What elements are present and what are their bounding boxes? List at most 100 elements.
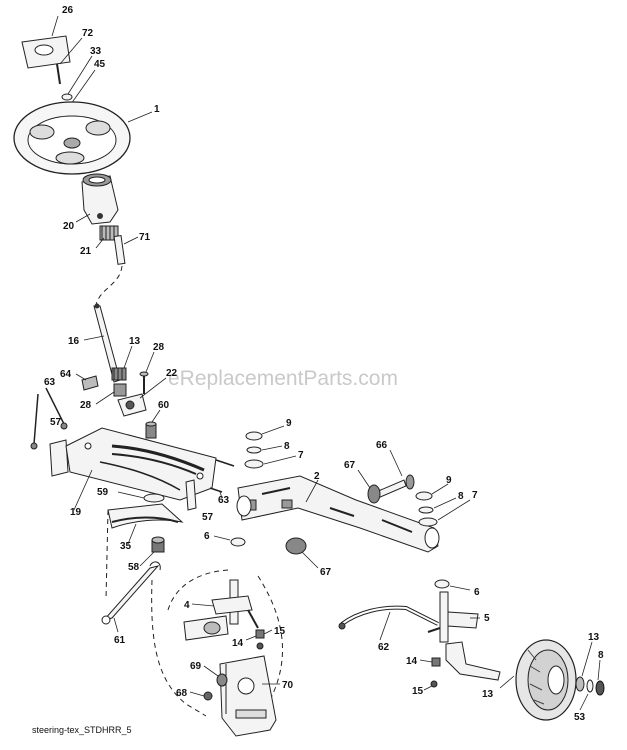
callout-8-right: 8 bbox=[458, 491, 464, 502]
callout-13-wheel: 13 bbox=[588, 632, 600, 643]
tie-rod-62 bbox=[338, 605, 439, 630]
callout-7-left: 7 bbox=[298, 450, 304, 461]
callout-61: 61 bbox=[114, 635, 126, 646]
callout-9-right: 9 bbox=[446, 475, 452, 486]
callout-68: 68 bbox=[176, 688, 188, 699]
bushing-28-lower bbox=[113, 383, 127, 397]
callout-16: 16 bbox=[68, 336, 80, 347]
washer-8-left bbox=[246, 446, 262, 454]
plate-57-left bbox=[49, 439, 69, 477]
callout-14-left: 14 bbox=[232, 638, 244, 649]
washer-7-left bbox=[244, 459, 264, 469]
callout-69: 69 bbox=[190, 661, 202, 672]
watermark-text: eReplacementParts.com bbox=[168, 367, 398, 390]
callout-64: 64 bbox=[60, 369, 72, 380]
callout-67-lower: 67 bbox=[320, 567, 332, 578]
dashed-link-lower-left bbox=[151, 579, 207, 717]
cap-9-right bbox=[415, 491, 433, 501]
callout-20: 20 bbox=[63, 221, 75, 232]
washer-7-right bbox=[418, 517, 438, 527]
spindle-4 bbox=[183, 579, 259, 641]
bushing-60 bbox=[145, 421, 157, 439]
pin-15-left bbox=[256, 642, 264, 650]
callout-13-shaft: 13 bbox=[129, 336, 141, 347]
callout-6-right: 6 bbox=[474, 587, 480, 598]
callout-70: 70 bbox=[282, 680, 294, 691]
bolt-63-right bbox=[209, 459, 235, 493]
callout-15-left: 15 bbox=[274, 626, 286, 637]
callout-14-right: 14 bbox=[406, 656, 418, 667]
washer-8-right bbox=[418, 506, 434, 514]
gear-13 bbox=[111, 367, 127, 381]
callout-58: 58 bbox=[128, 562, 140, 573]
cap-9-left bbox=[245, 431, 263, 441]
callout-19: 19 bbox=[70, 507, 82, 518]
callout-67-upper: 67 bbox=[344, 460, 356, 471]
pin-71 bbox=[113, 235, 126, 265]
bolt-63-left bbox=[30, 387, 68, 450]
washer-8-wheel bbox=[586, 679, 594, 693]
callout-33: 33 bbox=[90, 46, 102, 57]
diagram-caption: steering-tex_STDHRR_5 bbox=[32, 725, 132, 735]
nut-14-right bbox=[431, 657, 441, 667]
callout-57-left: 57 bbox=[50, 417, 62, 428]
callout-59: 59 bbox=[97, 487, 109, 498]
sector-gear-35 bbox=[105, 503, 184, 601]
callout-4: 4 bbox=[184, 600, 190, 611]
callout-60: 60 bbox=[158, 400, 170, 411]
washer-6-right bbox=[434, 579, 450, 589]
callout-6-left: 6 bbox=[204, 531, 210, 542]
callout-26: 26 bbox=[62, 5, 74, 16]
screw-72 bbox=[56, 63, 61, 85]
bolt-28-upper bbox=[139, 371, 149, 394]
washer-33 bbox=[61, 93, 73, 101]
bracket-22 bbox=[117, 393, 147, 417]
front-axle-2 bbox=[236, 475, 440, 553]
clip-64 bbox=[81, 375, 99, 391]
callout-2: 2 bbox=[314, 471, 320, 482]
callout-7-right: 7 bbox=[472, 490, 478, 501]
steering-adapter-20 bbox=[81, 173, 119, 225]
nut-58 bbox=[151, 536, 165, 553]
drag-link-61 bbox=[101, 561, 161, 625]
callout-57-right: 57 bbox=[202, 512, 214, 523]
callout-1: 1 bbox=[154, 104, 160, 115]
callout-5: 5 bbox=[484, 613, 490, 624]
callout-35: 35 bbox=[120, 541, 132, 552]
callout-53: 53 bbox=[574, 712, 586, 723]
washer-59 bbox=[143, 493, 165, 503]
front-wheel bbox=[515, 639, 577, 721]
bushing-67-upper bbox=[367, 484, 381, 504]
pinion-gear-21 bbox=[99, 225, 119, 241]
bolt-68 bbox=[203, 691, 213, 701]
nut-14-left bbox=[255, 629, 265, 639]
dashed-link-upper bbox=[167, 569, 229, 611]
callout-8-wheel: 8 bbox=[598, 650, 604, 661]
bushing-69 bbox=[216, 673, 228, 687]
steering-bracket-70 bbox=[219, 655, 277, 737]
steering-wheel bbox=[13, 101, 131, 175]
steering-plate-19 bbox=[65, 427, 217, 501]
callout-8-left: 8 bbox=[284, 441, 290, 452]
retainer-53 bbox=[595, 680, 605, 696]
callout-9-left: 9 bbox=[286, 418, 292, 429]
pin-15-right bbox=[430, 680, 438, 688]
spindle-5 bbox=[427, 591, 501, 681]
shaft-leader-dashed bbox=[95, 265, 123, 306]
callout-63-right: 63 bbox=[218, 495, 230, 506]
callout-28-lower: 28 bbox=[80, 400, 92, 411]
washer-6-left bbox=[230, 537, 246, 547]
callout-labels: 26 72 33 45 1 20 21 71 16 13 28 28 22 64… bbox=[44, 5, 604, 723]
bearing-13-wheel bbox=[575, 676, 585, 692]
callout-63-left: 63 bbox=[44, 377, 56, 388]
steering-wheel-cap bbox=[21, 35, 71, 69]
callout-72: 72 bbox=[82, 28, 94, 39]
callout-13-axle: 13 bbox=[482, 689, 494, 700]
callout-28-upper: 28 bbox=[153, 342, 165, 353]
bushing-67-lower bbox=[285, 537, 307, 555]
callout-45: 45 bbox=[94, 59, 106, 70]
pivot-bolt-66 bbox=[375, 474, 415, 499]
callout-21: 21 bbox=[80, 246, 92, 257]
callout-71: 71 bbox=[139, 232, 151, 243]
